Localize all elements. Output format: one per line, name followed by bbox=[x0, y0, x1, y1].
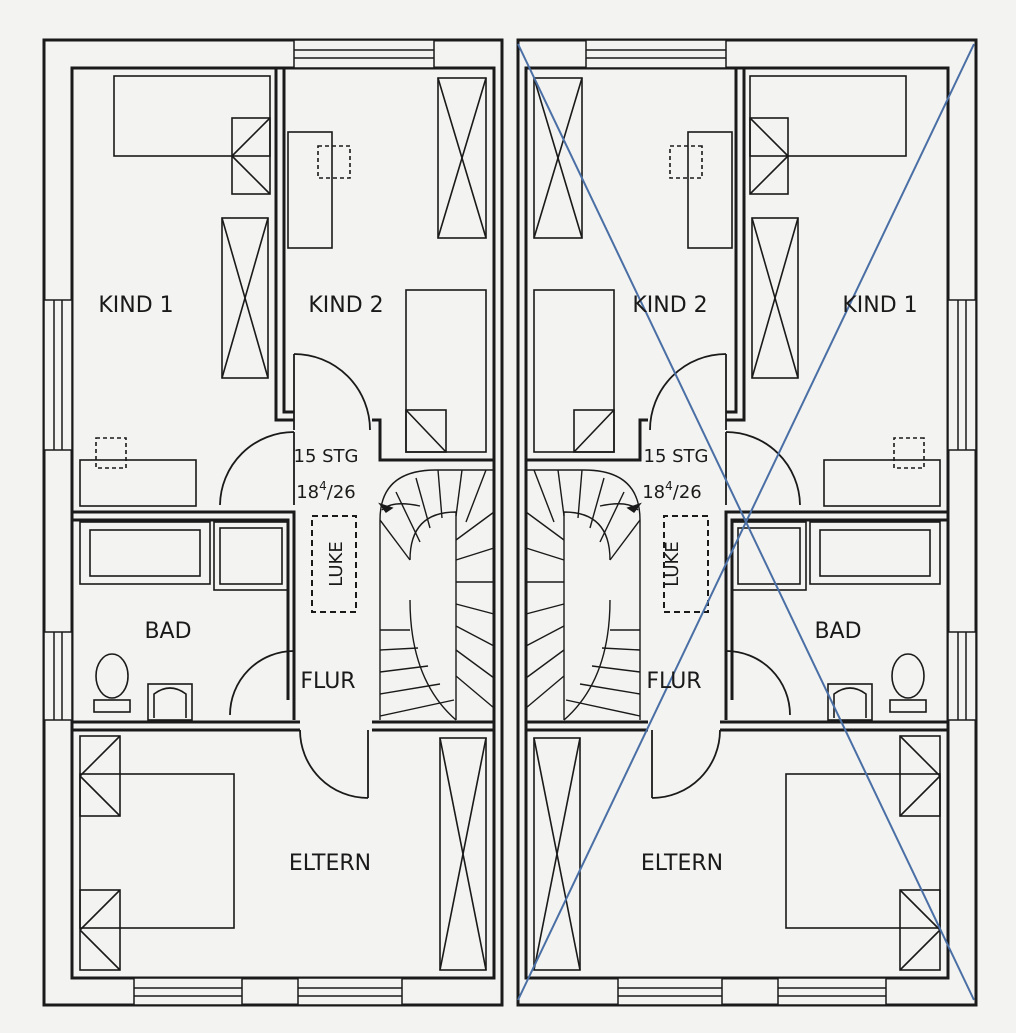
shower bbox=[213, 521, 289, 591]
doors bbox=[219, 353, 371, 799]
labels-right: KIND 1 KIND 2 BAD FLUR ELTERN 15 STG 184… bbox=[632, 293, 917, 876]
room-label-bad: BAD bbox=[144, 619, 191, 644]
furniture-kind1 bbox=[79, 75, 271, 507]
hatch-outline bbox=[311, 515, 357, 613]
room-label-kind2: KIND 2 bbox=[632, 293, 707, 318]
bathtub bbox=[79, 521, 211, 585]
sink bbox=[147, 683, 193, 721]
desk bbox=[79, 459, 197, 507]
wardrobe bbox=[439, 737, 487, 971]
furniture-eltern bbox=[79, 735, 487, 971]
stair-dimension-label: 184/26 bbox=[296, 479, 356, 503]
room-label-flur: FLUR bbox=[646, 669, 701, 694]
desk bbox=[287, 131, 333, 249]
labels-left: KIND 1 KIND 2 BAD FLUR ELTERN 15 STG 184… bbox=[98, 293, 383, 876]
windows bbox=[43, 39, 435, 1006]
unit-left bbox=[42, 38, 504, 1007]
room-label-flur: FLUR bbox=[300, 669, 355, 694]
interior-walls bbox=[72, 68, 496, 732]
furniture-kind2 bbox=[287, 77, 487, 453]
unit-right bbox=[516, 38, 978, 1007]
toilet bbox=[95, 653, 129, 699]
cross-out-mark bbox=[517, 43, 975, 1001]
furniture-bad bbox=[79, 521, 289, 721]
stair-count-label: 15 STG bbox=[644, 446, 709, 467]
hatch-label: LUKE bbox=[326, 541, 347, 586]
room-label-eltern: ELTERN bbox=[641, 851, 723, 876]
bed bbox=[79, 773, 235, 929]
room-label-kind1: KIND 1 bbox=[842, 293, 917, 318]
hatch-label: LUKE bbox=[662, 541, 683, 586]
room-label-kind1: KIND 1 bbox=[98, 293, 173, 318]
bed bbox=[113, 75, 271, 157]
stair-dimension-label: 184/26 bbox=[642, 479, 702, 503]
room-label-eltern: ELTERN bbox=[289, 851, 371, 876]
room-label-kind2: KIND 2 bbox=[308, 293, 383, 318]
outer-wall bbox=[42, 38, 504, 1007]
stair-count-label: 15 STG bbox=[294, 446, 359, 467]
door-bad bbox=[229, 650, 295, 716]
stairs-left bbox=[378, 469, 495, 721]
wardrobe bbox=[437, 77, 487, 239]
door-kind1 bbox=[219, 431, 295, 506]
wardrobe bbox=[221, 217, 269, 379]
door-kind2 bbox=[293, 353, 371, 431]
door-eltern bbox=[299, 729, 369, 799]
room-label-bad: BAD bbox=[814, 619, 861, 644]
